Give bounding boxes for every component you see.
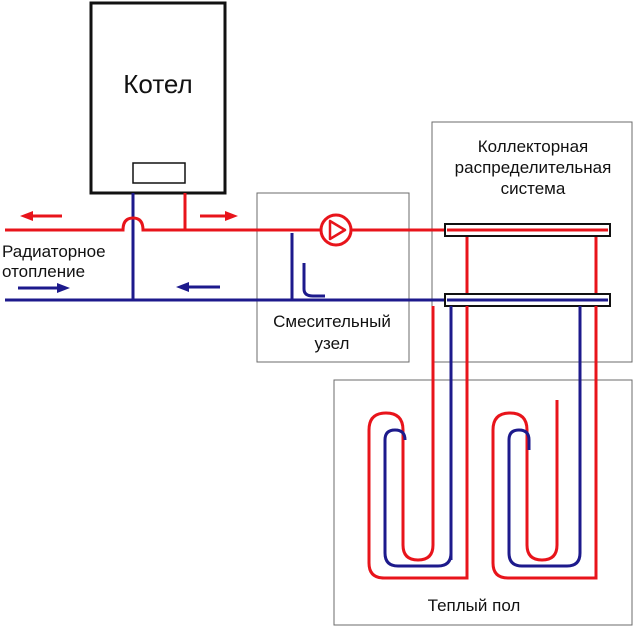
underfloor-loop-right: [491, 306, 598, 580]
flow-arrow-icon-return-to-boiler: [176, 282, 220, 292]
boiler-display: [132, 162, 186, 184]
loop-right-return: [507, 306, 582, 568]
supply-pipes: [5, 193, 598, 294]
supply-main-line: [5, 216, 322, 232]
loop-right-supply: [491, 306, 598, 580]
mixing-valve-arrow: [302, 263, 325, 298]
loop-left-supply: [367, 306, 469, 580]
flow-arrow-icon-return-in: [18, 283, 70, 293]
floor-label: Теплый пол: [428, 596, 521, 615]
mixer-label-line2: узел: [315, 334, 350, 353]
collector-label-line2: распределительная: [455, 158, 612, 177]
collector-frame: [431, 121, 633, 363]
collector-label-line1: Коллекторная: [478, 137, 588, 156]
flow-arrow-icon-supply-to-mixer: [200, 211, 238, 221]
underfloor-frame: [333, 379, 633, 626]
collector-label-line3: система: [501, 179, 566, 198]
flow-arrow-icon-supply-out: [20, 211, 62, 221]
radiator-label-line2: отопление: [2, 262, 85, 281]
underfloor-loop-left: [367, 306, 469, 580]
boiler-label: Котел: [123, 69, 192, 99]
boiler: [89, 1, 227, 195]
circulation-pump-icon: [319, 213, 353, 247]
loop-left-return: [383, 306, 453, 568]
radiator-label-line1: Радиаторное: [2, 242, 106, 261]
mixing-unit-frame: [256, 192, 410, 363]
mixer-label-line1: Смесительный: [273, 312, 391, 331]
